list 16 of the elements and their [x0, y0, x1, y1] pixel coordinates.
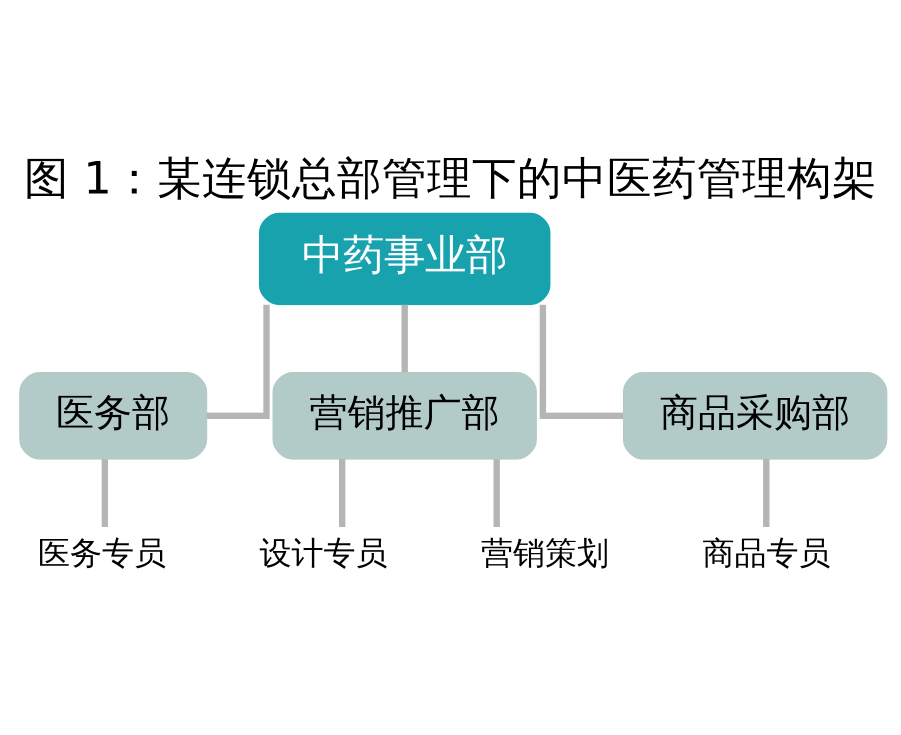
connector: [206, 304, 270, 418]
node-text: 设计专员: [259, 533, 388, 572]
connector: [540, 304, 624, 418]
node-box: 商品采购部: [622, 371, 888, 460]
node-box: 营销推广部: [272, 371, 537, 460]
connector: [339, 458, 346, 527]
diagram-title: 图 1：某连锁总部管理下的中医药管理构架: [24, 152, 877, 204]
connector: [763, 458, 770, 527]
node-box: 中药事业部: [258, 212, 550, 305]
node-text: 营销策划: [480, 533, 609, 572]
connector: [402, 304, 408, 372]
node-text: 商品专员: [702, 533, 830, 572]
node-text: 医务专员: [38, 533, 166, 572]
node-box: 医务部: [19, 371, 208, 460]
connector: [102, 458, 108, 527]
connector: [494, 458, 500, 527]
